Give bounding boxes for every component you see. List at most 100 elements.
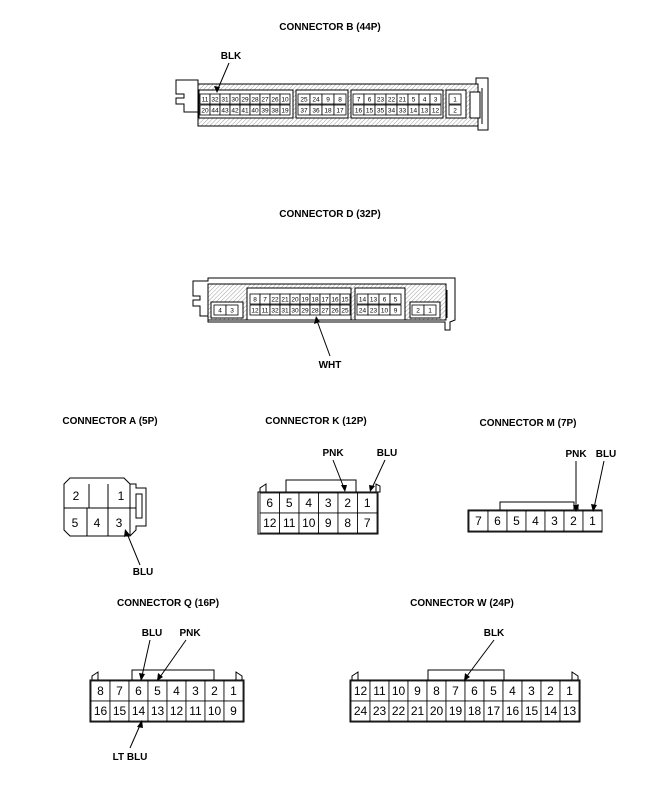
connector-a-pin: 2 (73, 489, 80, 503)
connector-q-arrowhead (139, 673, 145, 681)
connector-q-pin: 4 (173, 684, 180, 698)
connector-b-pin: 10 (281, 96, 289, 103)
connector-d-cell (339, 293, 351, 305)
connector-b-cell (279, 104, 291, 116)
connector-b-pin: 44 (211, 107, 219, 114)
connector-k-arrowhead (341, 485, 347, 492)
connector-b-pin: 43 (221, 107, 229, 114)
connector-q-pin: 14 (132, 704, 146, 718)
connector-w-pin: 5 (490, 684, 497, 698)
connector-w-pin: 12 (354, 684, 368, 698)
connector-k-title: CONNECTOR K (12P) (265, 416, 367, 427)
connector-b-pin: 38 (271, 107, 279, 114)
connector-b-pin: 26 (271, 96, 279, 103)
connector-q-pin: 11 (189, 704, 202, 718)
connector-b-pin: 42 (231, 107, 239, 114)
connector-a-wire-blu-label: BLU (133, 567, 154, 578)
connector-d-pin: 5 (394, 296, 398, 303)
connector-b-wire-blk-label: BLK (221, 51, 242, 62)
connector-d-cell (389, 293, 402, 305)
connector-k-pin: 9 (325, 516, 332, 530)
connector-q-wire-pnk-label: PNK (179, 628, 201, 639)
connector-d-pin: 17 (321, 296, 329, 303)
connector-m-arrowhead (573, 505, 579, 512)
connector-b-cell (429, 104, 442, 116)
connector-a-pin: 4 (94, 516, 101, 530)
connector-q-pin: 3 (192, 684, 199, 698)
connector-b-pin: 37 (300, 107, 308, 114)
connector-d-pin: 18 (311, 296, 319, 303)
connector-w-pin: 10 (392, 684, 406, 698)
connector-b-pin: 7 (357, 96, 361, 103)
connector-k-pin: 1 (364, 496, 371, 510)
connector-w-pin: 23 (373, 704, 387, 718)
connector-w-wire-blk-label: BLK (484, 628, 505, 639)
connector-d-cell (339, 304, 351, 316)
connector-d-pin: 13 (370, 296, 378, 303)
connector-a-pin: 1 (118, 489, 125, 503)
connector-k-pin: 6 (266, 496, 273, 510)
connector-w-pin: 13 (563, 704, 577, 718)
connector-q-pin: 15 (113, 704, 127, 718)
connector-b-pin: 9 (326, 96, 330, 103)
connector-w-pin: 9 (414, 684, 421, 698)
connector-b-wire-blk-leader (216, 62, 230, 92)
connector-b-pin: 8 (338, 96, 342, 103)
connector-w-arrowhead (464, 673, 470, 681)
connector-k-pin: 5 (286, 496, 293, 510)
connector-q-pin: 2 (211, 684, 218, 698)
connector-w-pin: 14 (544, 704, 558, 718)
connector-b-pin: 20 (201, 107, 209, 114)
connector-b-pin: 21 (399, 96, 407, 103)
connector-k-wire-pnk-leader (332, 459, 345, 489)
connector-k-pin: 3 (325, 496, 332, 510)
connector-b-pin: 16 (355, 107, 363, 114)
connector-b-pin: 36 (312, 107, 320, 114)
connector-b-pin: 6 (368, 96, 372, 103)
connector-d-pin: 16 (331, 296, 339, 303)
connector-k-cell (357, 512, 378, 534)
connector-d-pin: 8 (253, 296, 257, 303)
connector-b-pin: 13 (421, 107, 429, 114)
connector-b-pin: 22 (388, 96, 396, 103)
connector-b-pin: 27 (261, 96, 269, 103)
connector-b-cell (333, 93, 347, 105)
connector-q-pin: 7 (116, 684, 123, 698)
connector-a-title: CONNECTOR A (5P) (62, 416, 157, 427)
connector-b-pin: 2 (453, 107, 457, 114)
connector-b-cell (333, 104, 347, 116)
connector-k-pin: 7 (364, 516, 371, 530)
connector-b-pin: 15 (366, 107, 374, 114)
connector-w-pin: 3 (528, 684, 535, 698)
connector-d-pin: 1 (428, 307, 432, 314)
connector-d-pin: 26 (331, 307, 339, 314)
connector-m-arrowhead (591, 504, 597, 512)
connector-b-pin: 41 (241, 107, 249, 114)
connector-d-cell (225, 304, 239, 316)
connector-b-pin: 30 (231, 96, 239, 103)
connector-b-pin: 39 (261, 107, 269, 114)
connector-k-pin: 11 (283, 516, 296, 530)
connector-d-pin: 23 (370, 307, 378, 314)
connector-k-pin: 8 (344, 516, 351, 530)
connector-q-pin: 10 (208, 704, 222, 718)
connector-q-wire-ltblu-label: LT BLU (113, 752, 148, 763)
connector-d-pin: 15 (341, 296, 349, 303)
connector-d-pin: 32 (271, 307, 279, 314)
connector-k-pin: 2 (344, 496, 351, 510)
connector-w-pin: 17 (487, 704, 501, 718)
connector-a-pin: 3 (116, 516, 123, 530)
connector-m-pin: 7 (475, 514, 482, 528)
connector-b-cell (448, 93, 462, 105)
connector-w-pin: 19 (449, 704, 463, 718)
connector-q-pin: 1 (230, 684, 237, 698)
connector-k-wire-blu-label: BLU (377, 448, 398, 459)
connector-d-wire-wht-label: WHT (319, 360, 342, 371)
connector-d-pin: 6 (383, 296, 387, 303)
connector-w-pin: 16 (506, 704, 520, 718)
connector-m-cell (582, 510, 603, 532)
connector-k-pin: 12 (263, 516, 277, 530)
connector-d-pin: 31 (281, 307, 289, 314)
connector-m-title: CONNECTOR M (7P) (479, 418, 576, 429)
